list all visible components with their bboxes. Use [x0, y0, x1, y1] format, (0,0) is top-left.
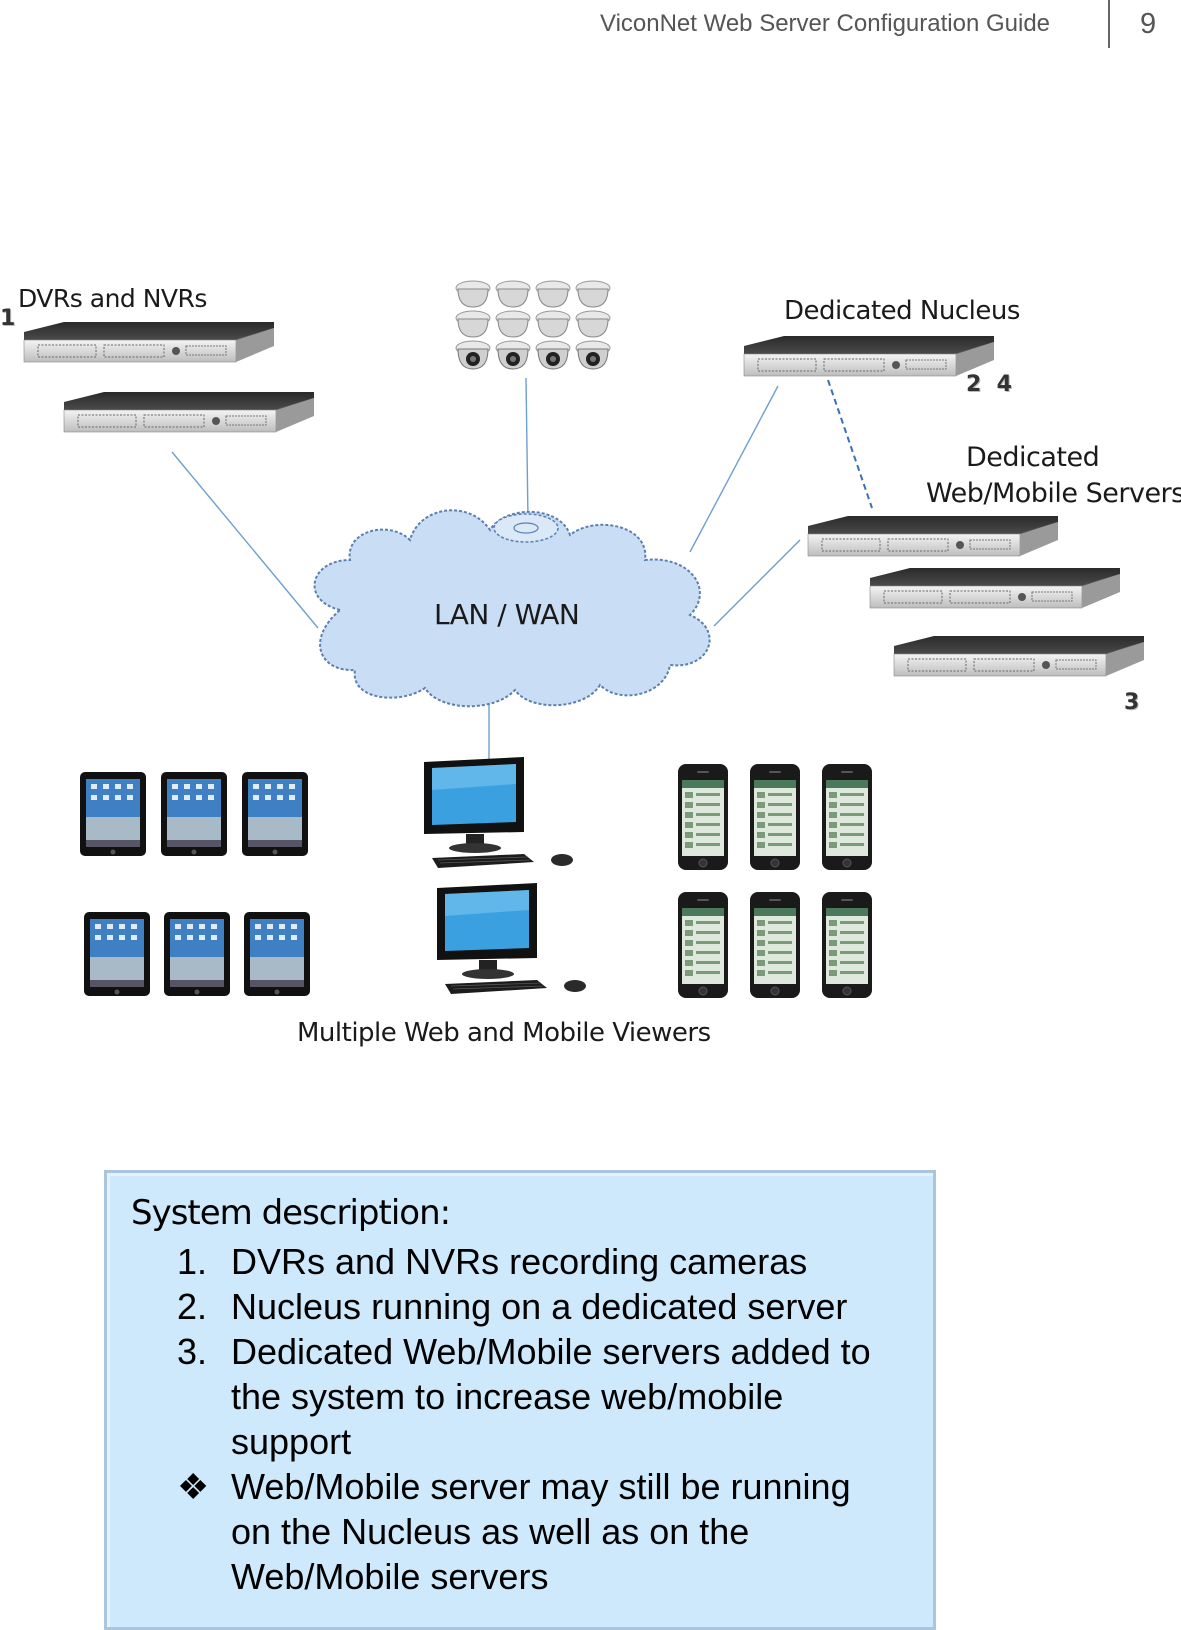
smartphone-icon — [677, 763, 873, 999]
list-marker: ❖ — [177, 1466, 210, 1507]
label-lan-wan: LAN / WAN — [434, 598, 580, 631]
label-dvrs-nvrs: DVRs and NVRs — [18, 284, 207, 313]
list-item-text: Nucleus running on a dedicated server — [231, 1286, 848, 1327]
rack-server-icon — [23, 321, 315, 433]
list-item-text: Web/Mobile server may still be running o… — [231, 1466, 851, 1597]
page-number: 9 — [1140, 8, 1157, 40]
desktop-computer-icon — [423, 756, 587, 995]
label-dedicated: Dedicated — [966, 442, 1100, 473]
label-web-mobile-servers: Web/Mobile Servers — [926, 478, 1181, 509]
dome-camera-icon — [455, 280, 611, 370]
header-title: ViconNet Web Server Configuration Guide — [600, 10, 1051, 37]
web-mobile-server-icon — [807, 515, 1145, 677]
cloud-icon — [313, 509, 711, 708]
label-multiple-viewers: Multiple Web and Mobile Viewers — [297, 1018, 711, 1048]
network-links — [171, 377, 873, 760]
list-item-text: DVRs and NVRs recording cameras — [231, 1241, 808, 1282]
nucleus-server-icon — [743, 335, 995, 377]
list-item: 2. Nucleus running on a dedicated server — [177, 1284, 897, 1329]
number-1: 1 — [0, 306, 16, 331]
system-description-title: System description: — [131, 1193, 451, 1233]
tablet-icon — [80, 772, 310, 996]
list-marker: 1. — [177, 1241, 208, 1282]
network-diagram — [23, 280, 1145, 999]
list-item: ❖ Web/Mobile server may still be running… — [177, 1464, 897, 1599]
system-description-list: 1. DVRs and NVRs recording cameras 2. Nu… — [177, 1239, 897, 1599]
system-description-box: System description: 1. DVRs and NVRs rec… — [104, 1170, 936, 1630]
list-item: 1. DVRs and NVRs recording cameras — [177, 1239, 897, 1284]
list-item: 3. Dedicated Web/Mobile servers added to… — [177, 1329, 897, 1464]
list-item-text: Dedicated Web/Mobile servers added to th… — [231, 1331, 871, 1462]
number-3: 3 — [1124, 690, 1140, 715]
label-dedicated-nucleus: Dedicated Nucleus — [784, 296, 1020, 326]
list-marker: 2. — [177, 1286, 208, 1327]
list-marker: 3. — [177, 1331, 208, 1372]
header-divider — [1108, 0, 1110, 48]
number-2-4: 2 4 — [966, 372, 1012, 397]
